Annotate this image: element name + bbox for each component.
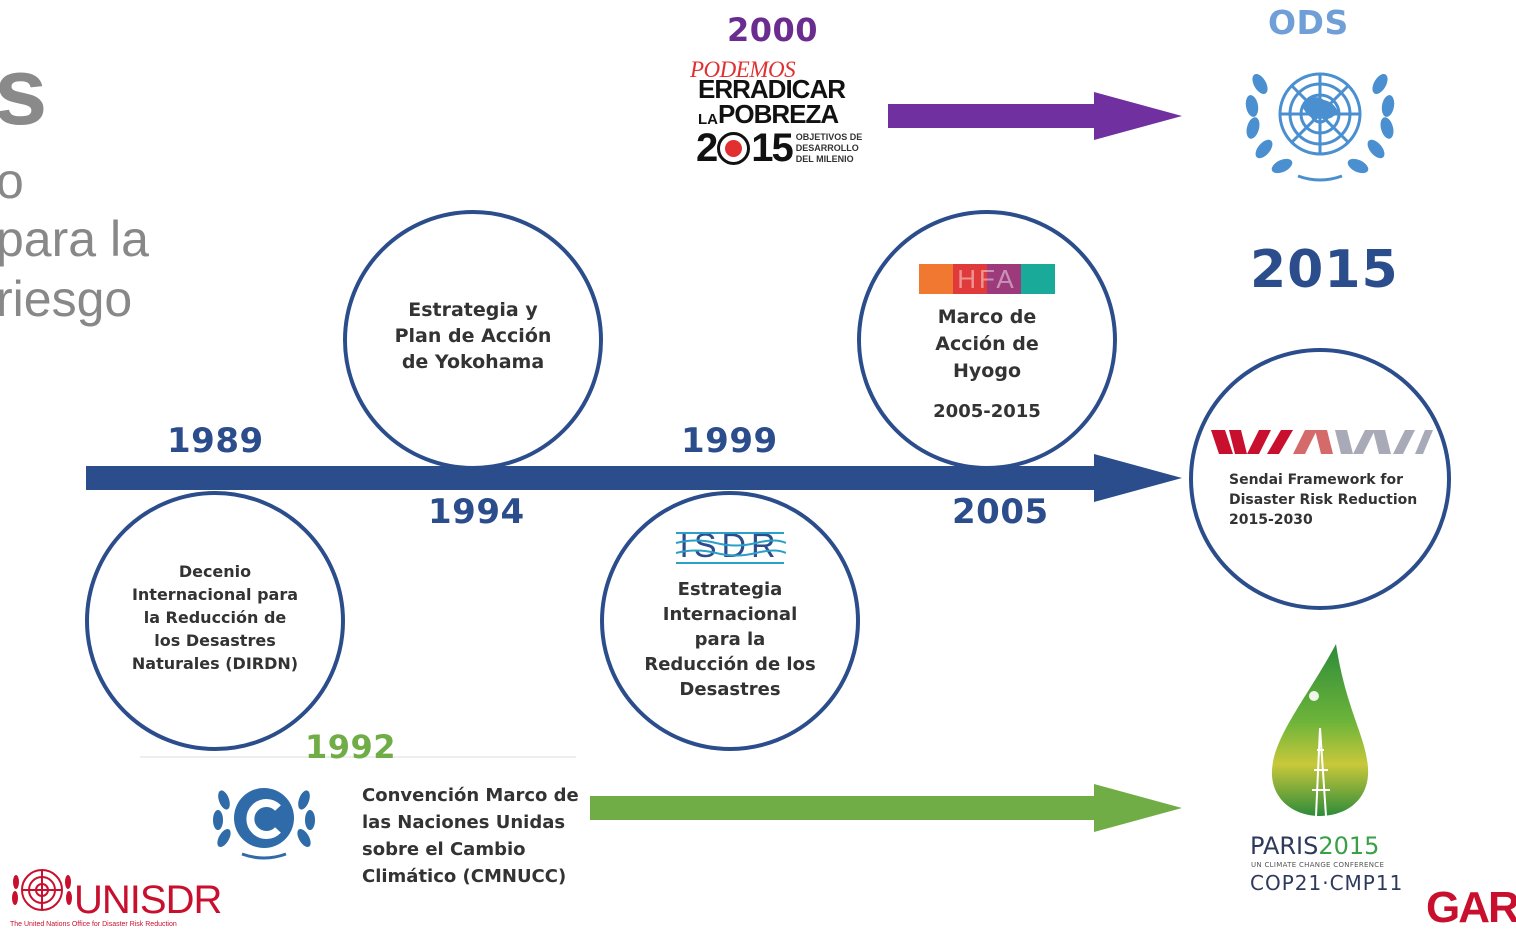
mdg-logo-year: 2 15 OBJETIVOS DE DESARROLLO DEL MILENIO (696, 128, 862, 168)
dirdn-text: Decenio Internacional para la Reducción … (131, 562, 299, 673)
mdg-logo-erradicar: ERRADICAR (698, 74, 846, 104)
mdg-logo-pobreza-line: LA POBREZA (698, 99, 839, 129)
partial-line-2: para la (0, 211, 149, 267)
isdr-logo: ISDR (674, 523, 786, 569)
unisdr-emblem-icon (12, 869, 72, 911)
mdg-logo-sub2: DESARROLLO (795, 142, 859, 153)
paris-leaf-logo (1271, 644, 1369, 817)
timeline-arrow (86, 454, 1182, 502)
sendai-logo (1211, 430, 1433, 454)
year-1992-label: 1992 (305, 728, 397, 766)
dirdn-circle: Decenio Internacional para la Reducción … (85, 491, 345, 751)
mdg-globe-icon (717, 131, 751, 165)
yokohama-circle: Estrategia y Plan de Acción de Yokohama (343, 210, 603, 470)
hyogo-circle: HFA Marco de Acción de Hyogo 2005-2015 (857, 210, 1117, 470)
green-arrow (590, 784, 1182, 832)
year-1989-label: 1989 (167, 421, 264, 461)
mdg-logo-sub3: DEL MILENIO (795, 153, 854, 164)
yokohama-text: Estrategia y Plan de Acción de Yokohama (394, 299, 552, 373)
hyogo-text: Marco de Acción de Hyogo (935, 306, 1039, 382)
unisdr-subtitle: The United Nations Office for Disaster R… (10, 921, 177, 928)
mdg-logo-subtitle: OBJETIVOS DE DESARROLLO DEL MILENIO (796, 132, 863, 165)
mdg-logo-la: LA (698, 111, 718, 128)
paris-title-right: 2015 (1318, 832, 1380, 860)
sendai-text: Sendai Framework for Disaster Risk Reduc… (1229, 472, 1418, 528)
partial-line-1: o (0, 153, 24, 209)
year-1994-label: 1994 (428, 492, 525, 532)
paris-cop: COP21·CMP11 (1250, 871, 1404, 895)
year-1999-label: 1999 (681, 421, 778, 461)
hfa-logo-text: HFA (957, 264, 1017, 294)
mdg-logo-year-left: 2 (696, 126, 718, 170)
mdg-logo-year-right: 15 (751, 126, 793, 170)
partial-line-3: riesgo (0, 271, 133, 327)
hfa-logo: HFA (919, 264, 1055, 294)
paris-title: PARIS 2015 (1250, 834, 1379, 858)
purple-arrow (888, 92, 1182, 140)
unfccc-logo-icon (213, 788, 315, 860)
mdg-logo-sub1: OBJETIVOS DE (795, 131, 863, 142)
cmnucc-text: Convención Marco de las Naciones Unidas … (362, 785, 579, 887)
mdg-logo: PODEMOS ERRADICAR LA POBREZA 2 15 OBJETI… (690, 58, 885, 173)
isdr-text: Estrategia Internacional para la Reducci… (644, 579, 816, 700)
mdg-logo-pobreza: POBREZA (718, 99, 839, 129)
ods-label: ODS (1268, 3, 1349, 42)
year-2005-label: 2005 (952, 492, 1049, 532)
hyogo-years: 2005-2015 (933, 401, 1041, 422)
isdr-circle: ISDR Estrategia Internacional para la Re… (600, 491, 860, 751)
paris-subtitle: UN CLIMATE CHANGE CONFERENCE (1251, 861, 1385, 869)
year-2000-label: 2000 (727, 11, 819, 49)
sendai-circle: Sendai Framework for Disaster Risk Reduc… (1189, 348, 1451, 610)
paris-title-left: PARIS (1250, 832, 1319, 860)
isdr-wave-icon (675, 532, 786, 564)
year-2015-label: 2015 (1250, 240, 1399, 300)
mdg-logo-podemos: PODEMOS (690, 57, 796, 82)
un-emblem-icon (1245, 72, 1395, 182)
gar-logo: GAR (1426, 883, 1516, 932)
unisdr-wordmark: UNISDR (74, 878, 222, 922)
partial-slide-title: s (0, 38, 48, 145)
